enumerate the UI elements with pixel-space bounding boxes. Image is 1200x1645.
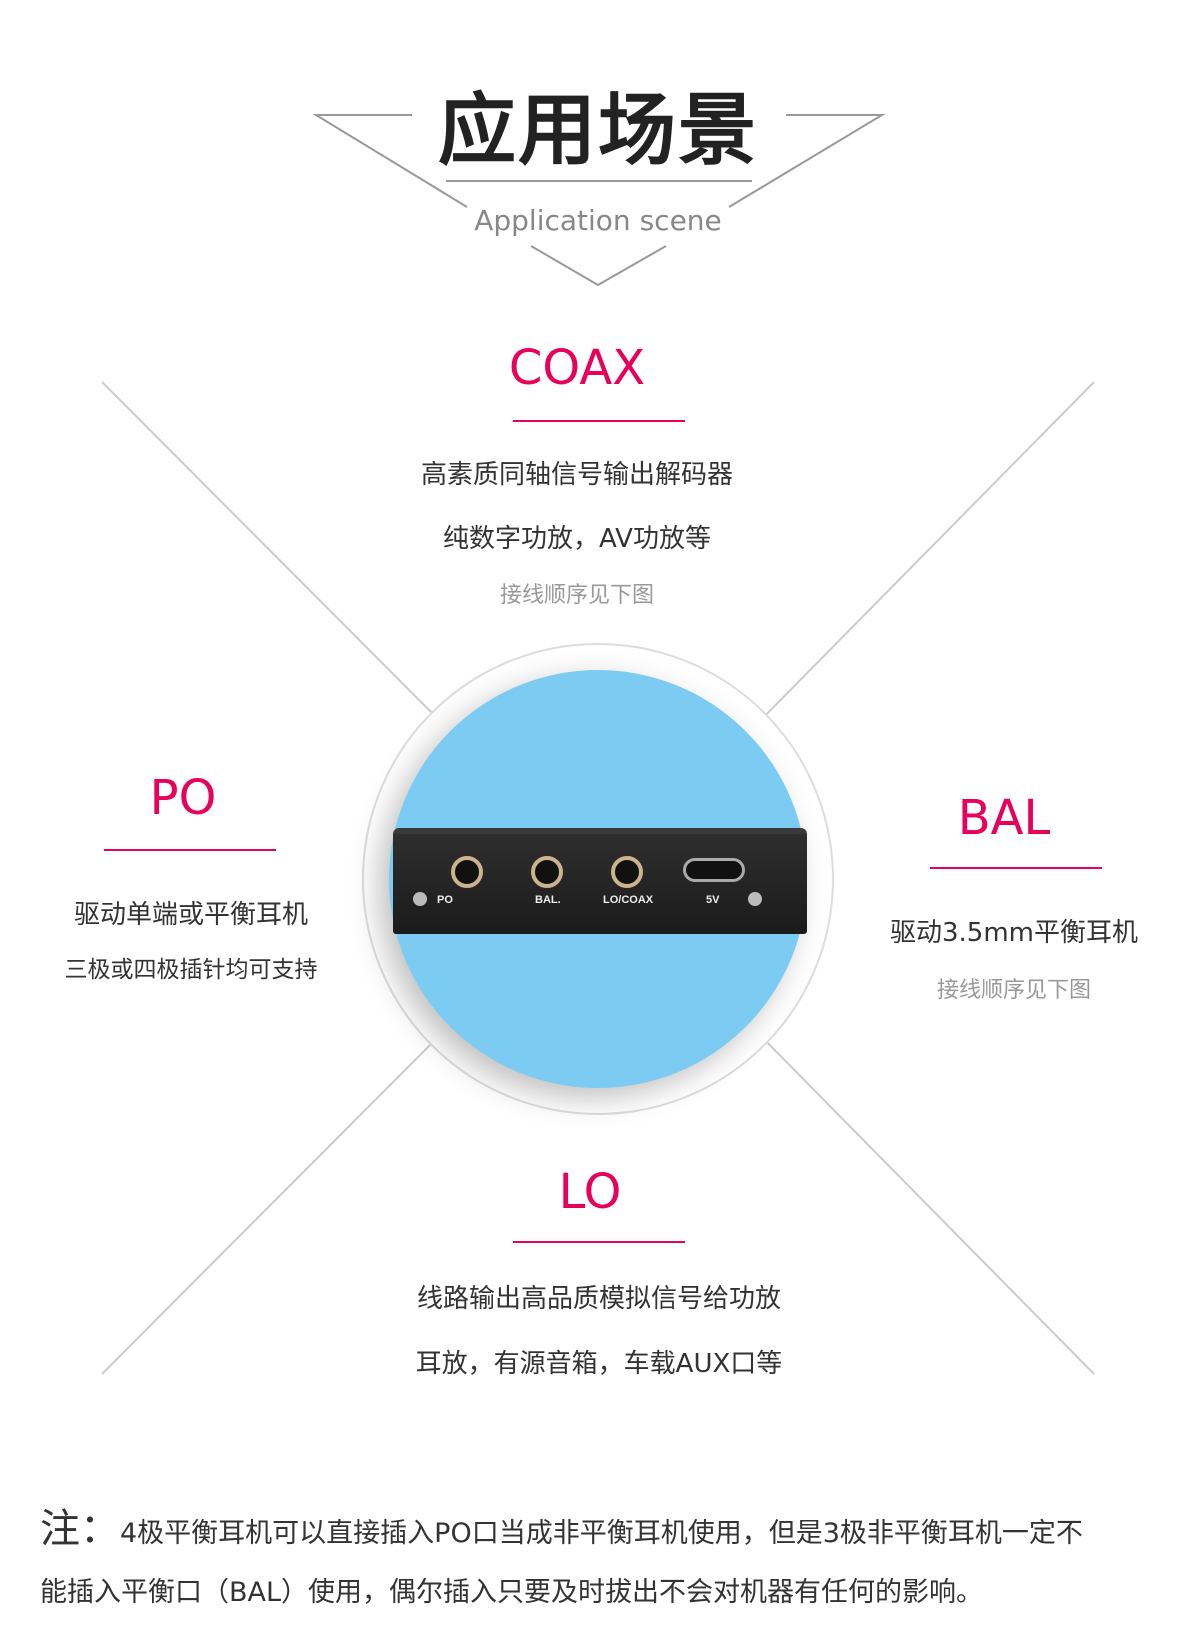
po-divider — [104, 849, 276, 851]
lo-coax-jack-icon — [611, 856, 643, 888]
device-label-po: PO — [437, 894, 453, 906]
lo-line1: 线路输出高品质模拟信号给功放 — [416, 1284, 781, 1314]
page-subtitle: Application scene — [474, 204, 722, 237]
device-label-lo-coax: LO/COAX — [603, 894, 654, 906]
bal-divider — [930, 867, 1102, 869]
note-line2: 能插入平衡口（BAL）使用，偶尔插入只要及时拔出不会对机器有任何的影响。 — [40, 1577, 984, 1608]
po-line2: 三极或四极插针均可支持 — [64, 957, 318, 983]
usb-c-port-icon — [683, 858, 745, 882]
note-line1: 注：4极平衡耳机可以直接插入PO口当成非平衡耳机使用，但是3极非平衡耳机一定不 — [40, 1496, 1170, 1554]
coax-line1: 高素质同轴信号输出解码器 — [420, 460, 733, 490]
coax-divider — [513, 420, 685, 422]
device-label-5v: 5V — [706, 894, 720, 906]
lo-line2: 耳放，有源音箱，车载AUX口等 — [415, 1349, 783, 1379]
screw-icon — [413, 892, 427, 906]
bal-jack-icon — [531, 856, 563, 888]
po-line1: 驱动单端或平衡耳机 — [73, 900, 308, 930]
device-label-bal: BAL. — [535, 894, 561, 906]
po-jack-icon — [451, 856, 483, 888]
lo-divider — [513, 1241, 685, 1243]
bal-line1: 驱动3.5mm平衡耳机 — [889, 918, 1138, 948]
lo-heading: LO — [558, 1164, 622, 1220]
coax-hint: 接线顺序见下图 — [499, 583, 654, 608]
bal-heading: BAL — [957, 790, 1051, 846]
coax-heading: COAX — [508, 340, 646, 396]
product-image-decoder: PO BAL. LO/COAX 5V — [393, 828, 807, 934]
bal-hint: 接线顺序见下图 — [936, 978, 1091, 1003]
page-title: 应用场景 — [437, 86, 758, 176]
note-text-1: 4极平衡耳机可以直接插入PO口当成非平衡耳机使用，但是3极非平衡耳机一定不 — [120, 1518, 1083, 1549]
screw-icon — [748, 892, 762, 906]
po-heading: PO — [149, 770, 217, 826]
note-prefix: 注： — [40, 1506, 120, 1552]
coax-line2: 纯数字功放，AV功放等 — [443, 524, 711, 554]
